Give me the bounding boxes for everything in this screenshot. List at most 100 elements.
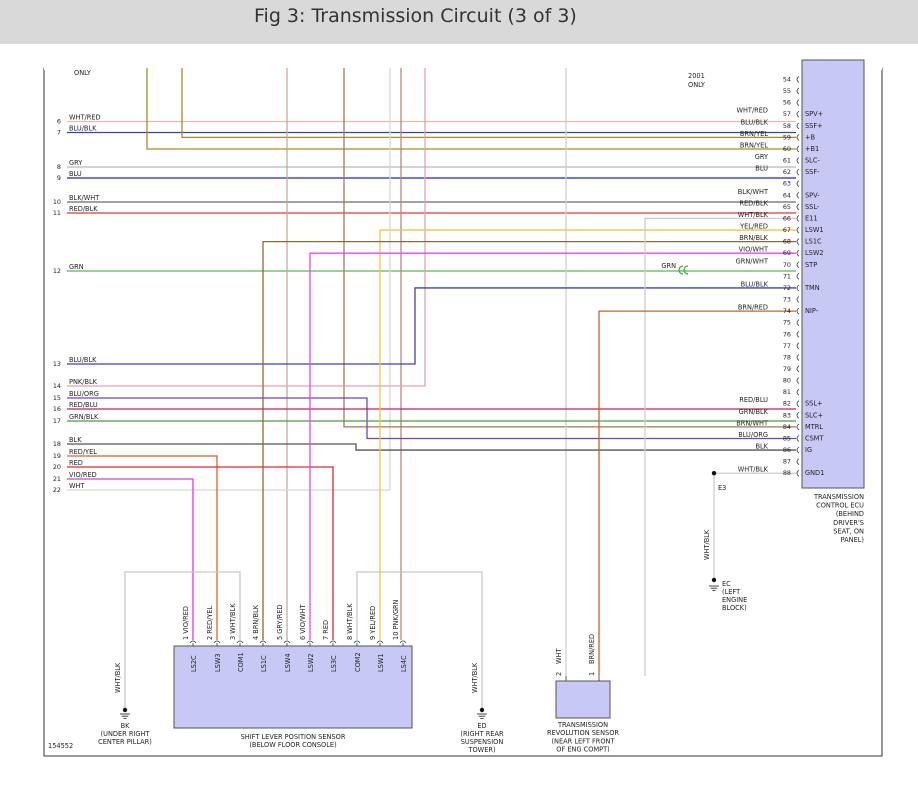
ecu-pin-num-77: 77 — [783, 342, 791, 350]
left-conn-label-20: RED — [69, 459, 83, 467]
ecu-pin-arc-71 — [796, 273, 800, 280]
ecu-pin-name-69: LSW2 — [805, 249, 824, 257]
ecu-wire-label-61: GRY — [755, 153, 769, 161]
ecu-pin-num-84: 84 — [783, 423, 791, 431]
ecu-wire-label-85: BLU/ORG — [738, 431, 768, 439]
ecu-pin-name-84: MTRL — [805, 423, 823, 431]
shift-pin-label-8: 8 WHT/BLK — [346, 603, 354, 640]
ecu-wire-label-65: RED/BLK — [739, 199, 768, 207]
left-conn-label-18: BLK — [69, 436, 82, 444]
note-only-left: ONLY — [74, 69, 92, 77]
left-conn-label-6: WHT/RED — [69, 114, 101, 122]
ecu-pin-num-70: 70 — [783, 261, 791, 269]
left-conn-num-13: 13 — [53, 360, 61, 368]
ecu-pin-name-70: STP — [805, 261, 817, 269]
ecu-wire-label-60: BRN/YEL — [740, 141, 768, 149]
ecu-pin-num-71: 71 — [783, 272, 791, 280]
ecu-pin-num-82: 82 — [783, 400, 791, 408]
ecu-pin-arc-74 — [796, 307, 800, 315]
ecu-pin-num-56: 56 — [783, 99, 791, 107]
left-conn-num-22: 22 — [53, 486, 61, 494]
shift-pin-name-9: LSW1 — [377, 653, 385, 672]
shift-pin-arc-4 — [259, 640, 267, 644]
ecu-wire-label-57: WHT/RED — [736, 107, 768, 115]
ecu-pin-arc-85 — [796, 435, 800, 442]
ecu-pin-arc-56 — [796, 99, 800, 106]
ecu-pin-arc-69 — [796, 249, 800, 257]
ecu-caption-4: SEAT, ON — [833, 527, 864, 535]
ecu-pin-num-80: 80 — [783, 377, 791, 385]
left-conn-num-9: 9 — [57, 174, 61, 182]
ecu-pin-num-55: 55 — [783, 87, 791, 95]
shift-pin-arc-1 — [189, 640, 197, 644]
ecu-pin-name-59: +B — [805, 133, 816, 141]
ecu-pin-name-60: +B1 — [805, 145, 819, 153]
ecu-pin-name-66: E11 — [805, 214, 818, 222]
ecu-pin-arc-78 — [796, 354, 800, 361]
ecu-pin-num-60: 60 — [783, 145, 791, 153]
ecu-pin-arc-57 — [796, 110, 800, 118]
ecu-pin-name-61: SLC- — [805, 157, 820, 165]
ecu-pin-name-86: IG — [805, 446, 812, 454]
shift-pin-label-2: 2 RED/YEL — [206, 605, 214, 640]
shift-pin-arc-2 — [213, 640, 221, 644]
wire-66-down — [644, 217, 796, 676]
ecu-pin-arc-58 — [796, 122, 800, 130]
wire-sensor-3-to-bk — [124, 571, 241, 710]
ecu-wire-label-64: BLK/WHT — [738, 188, 769, 196]
ecu-wire-label-58: BLU/BLK — [741, 118, 769, 126]
ground-ec-wire-label: WHT/BLK — [703, 529, 711, 560]
left-conn-num-20: 20 — [53, 463, 61, 471]
left-conn-label-9: BLU — [69, 170, 82, 178]
wire-68-to-sensor-4 — [262, 240, 796, 640]
ecu-pin-num-67: 67 — [783, 226, 791, 234]
left-conn-label-16: RED/BLU — [69, 401, 98, 409]
left-conn-label-15: BLU/ORG — [69, 390, 99, 398]
ecu-pin-num-81: 81 — [783, 388, 791, 396]
ecu-wire-label-82: RED/BLU — [739, 396, 768, 404]
left-conn-label-8: GRY — [69, 159, 83, 167]
shift-pin-name-10: LS4C — [400, 655, 408, 672]
ecu-pin-num-57: 57 — [783, 110, 791, 118]
ground-ed-caption-3: TOWER) — [467, 746, 495, 754]
wire-74-to-rev-1 — [598, 310, 796, 676]
figure-title: Fig 3: Transmission Circuit (3 of 3) — [254, 5, 577, 27]
ecu-pin-num-66: 66 — [783, 214, 791, 222]
shift-pin-arc-7 — [329, 640, 337, 644]
ecu-pin-arc-75 — [796, 319, 800, 326]
ecu-caption-0: TRANSMISSION — [813, 493, 864, 501]
wire-19-to-sensor-2 — [67, 455, 218, 640]
wire-13-to-72 — [67, 287, 796, 365]
left-conn-num-7: 7 — [57, 129, 61, 137]
shift-pin-name-8: COM2 — [354, 652, 362, 672]
ecu-pin-name-83: SLC+ — [805, 411, 823, 419]
ecu-pin-arc-82 — [796, 400, 800, 408]
ecu-pin-name-85: CSMT — [805, 434, 824, 442]
ecu-wire-label-68: BRN/BLK — [739, 234, 768, 242]
shift-pin-label-9: 9 YEL/RED — [369, 606, 377, 640]
note-only-right: ONLY — [688, 81, 706, 89]
left-conn-num-8: 8 — [57, 163, 61, 171]
wire-21-to-sensor-1 — [67, 478, 194, 640]
ground-ed-caption-0: ED — [477, 722, 486, 730]
rev-sensor-caption-3: OF ENG COMPT) — [556, 746, 609, 754]
ecu-caption-5: PANEL) — [841, 536, 864, 544]
ground-bk-caption-1: (UNDER RIGHT — [101, 730, 151, 738]
figure-header: Fig 3: Transmission Circuit (3 of 3) — [0, 0, 918, 44]
wire-69-to-sensor-6 — [309, 252, 796, 640]
left-conn-label-13: BLU/BLK — [69, 356, 97, 364]
ecu-pin-arc-77 — [796, 342, 800, 350]
ground-ec-dot — [711, 577, 717, 583]
ecu-body — [801, 59, 865, 489]
shift-pin-arc-10 — [399, 640, 407, 644]
ecu-caption-2: (BEHIND — [836, 510, 864, 518]
ground-ed-dot — [479, 707, 485, 713]
rev-sensor-caption-2: (NEAR LEFT FRONT — [551, 737, 615, 745]
ecu-pin-name-68: LS1C — [805, 238, 822, 246]
ecu-wire-label-72: BLU/BLK — [741, 280, 769, 288]
ecu-pin-arc-55 — [796, 87, 800, 95]
ecu-pin-num-65: 65 — [783, 203, 791, 211]
ecu-pin-name-62: SSF- — [805, 168, 820, 176]
ecu-pin-num-87: 87 — [783, 458, 791, 466]
ecu-pin-num-69: 69 — [783, 249, 791, 257]
